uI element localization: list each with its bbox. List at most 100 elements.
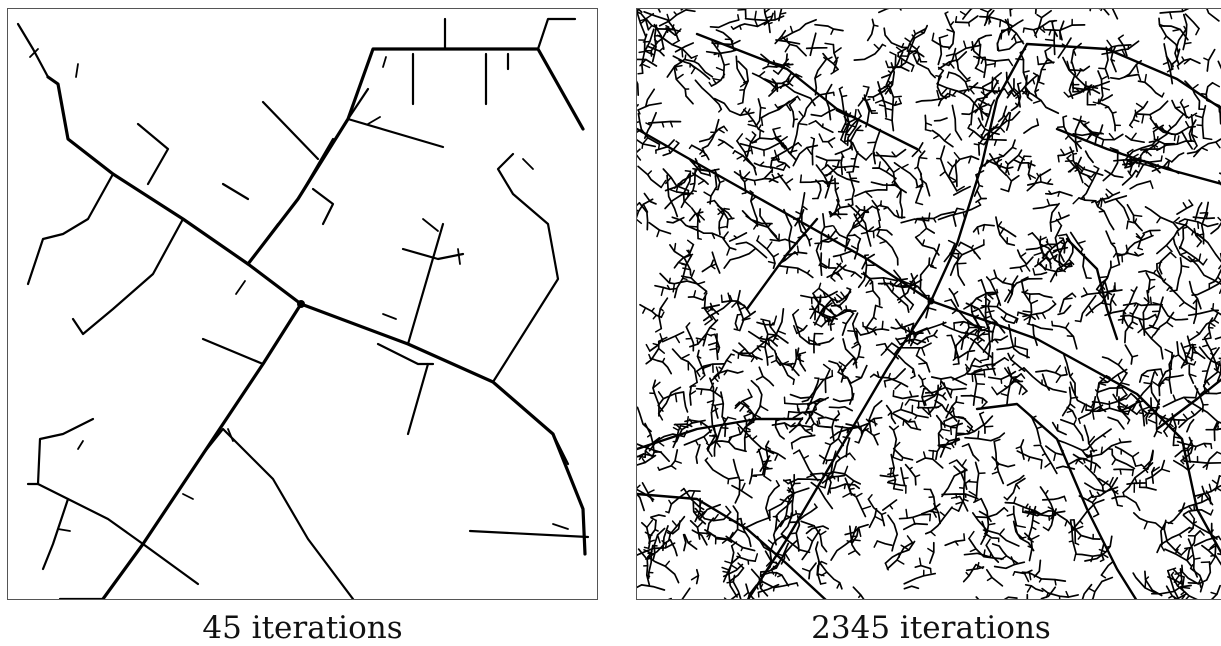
branch-tip bbox=[1149, 420, 1157, 424]
branch-tip bbox=[984, 370, 985, 377]
branch-tip bbox=[1009, 60, 1013, 66]
local-road bbox=[873, 168, 896, 178]
branch-tip bbox=[921, 228, 927, 233]
branch-tip bbox=[807, 475, 813, 477]
local-road bbox=[792, 435, 815, 443]
local-road bbox=[1160, 9, 1199, 13]
branch-tip bbox=[1082, 404, 1085, 412]
branch-tip bbox=[665, 561, 669, 566]
local-road bbox=[1169, 355, 1174, 393]
local-road bbox=[995, 562, 1025, 568]
local-road bbox=[917, 458, 943, 468]
branch-tip bbox=[995, 61, 996, 67]
side-road bbox=[263, 102, 318, 159]
local-road bbox=[949, 49, 956, 66]
branch-tip bbox=[1031, 301, 1037, 304]
local-road bbox=[799, 354, 805, 371]
side-road bbox=[248, 224, 278, 264]
branch-tip bbox=[986, 292, 993, 293]
branch-tip bbox=[988, 524, 994, 525]
local-road bbox=[964, 565, 976, 582]
local-road bbox=[837, 166, 859, 167]
local-road bbox=[1085, 124, 1123, 139]
branch-tip bbox=[797, 404, 798, 411]
branch-tip bbox=[1058, 234, 1066, 235]
side-road bbox=[223, 184, 248, 199]
local-road bbox=[915, 566, 930, 569]
branch-tip bbox=[705, 319, 712, 324]
branch-tip bbox=[1021, 253, 1026, 257]
local-road bbox=[715, 405, 718, 418]
local-road bbox=[698, 351, 705, 376]
branch-tip bbox=[1157, 217, 1161, 222]
local-road bbox=[1127, 483, 1145, 484]
branch-tip bbox=[893, 457, 901, 460]
local-road bbox=[710, 176, 717, 204]
local-road bbox=[781, 20, 816, 39]
branch-tip bbox=[1001, 189, 1009, 191]
branch-tip bbox=[865, 192, 871, 198]
local-road bbox=[1021, 440, 1024, 459]
branch-tip bbox=[1151, 297, 1152, 304]
branch-tip bbox=[956, 402, 964, 403]
local-road bbox=[776, 501, 792, 517]
branch-tip bbox=[1118, 359, 1122, 364]
branch-tip bbox=[961, 12, 966, 15]
branch-tip bbox=[785, 44, 790, 51]
branch-tip bbox=[1078, 241, 1085, 243]
branch-tip bbox=[727, 248, 730, 255]
local-road bbox=[1034, 560, 1040, 577]
local-road bbox=[841, 156, 842, 174]
side-road bbox=[138, 124, 168, 184]
local-road bbox=[877, 541, 891, 545]
branch-tip bbox=[932, 33, 933, 40]
branch-tip bbox=[1028, 586, 1032, 592]
side-road bbox=[493, 154, 558, 382]
local-road bbox=[663, 332, 684, 342]
local-road bbox=[1141, 149, 1160, 150]
branch-tip bbox=[801, 175, 802, 182]
local-road bbox=[711, 20, 739, 28]
road-stub bbox=[383, 57, 386, 67]
local-road bbox=[932, 131, 953, 147]
local-road bbox=[1033, 325, 1037, 345]
local-road bbox=[816, 121, 833, 132]
local-road bbox=[976, 597, 987, 600]
side-road bbox=[73, 219, 183, 334]
local-road bbox=[660, 10, 695, 26]
branch-tip bbox=[1000, 20, 1001, 27]
branch-tip bbox=[719, 227, 726, 228]
local-road bbox=[1186, 14, 1200, 29]
branch-tip bbox=[1045, 463, 1051, 467]
branch-tip bbox=[1142, 407, 1150, 410]
branch-tip bbox=[709, 343, 717, 346]
local-road bbox=[1044, 25, 1084, 30]
branch-tip bbox=[957, 263, 966, 264]
branch-tip bbox=[767, 356, 773, 358]
branch-tip bbox=[1025, 574, 1029, 582]
branch-tip bbox=[661, 181, 666, 188]
local-road bbox=[1172, 153, 1184, 162]
branch-tip bbox=[902, 165, 908, 168]
branch-tip bbox=[1047, 200, 1049, 206]
local-road bbox=[1035, 273, 1047, 275]
local-road bbox=[821, 214, 824, 243]
local-road bbox=[659, 599, 672, 600]
local-road bbox=[1008, 276, 1018, 302]
branch-tip bbox=[637, 153, 640, 160]
local-road bbox=[1194, 301, 1197, 323]
branch-tip bbox=[1005, 89, 1009, 95]
local-road bbox=[834, 399, 853, 401]
local-road bbox=[1187, 420, 1194, 432]
local-road bbox=[949, 72, 969, 91]
local-road bbox=[1169, 503, 1185, 523]
local-road bbox=[1146, 207, 1179, 230]
branch-tip bbox=[1137, 104, 1144, 108]
branch-tip bbox=[657, 230, 659, 237]
local-road bbox=[1022, 572, 1065, 581]
local-road bbox=[672, 217, 698, 231]
branch-tip bbox=[688, 240, 694, 244]
branch-tip bbox=[1007, 175, 1012, 181]
branch-tip bbox=[1102, 303, 1111, 305]
local-road bbox=[958, 351, 974, 358]
